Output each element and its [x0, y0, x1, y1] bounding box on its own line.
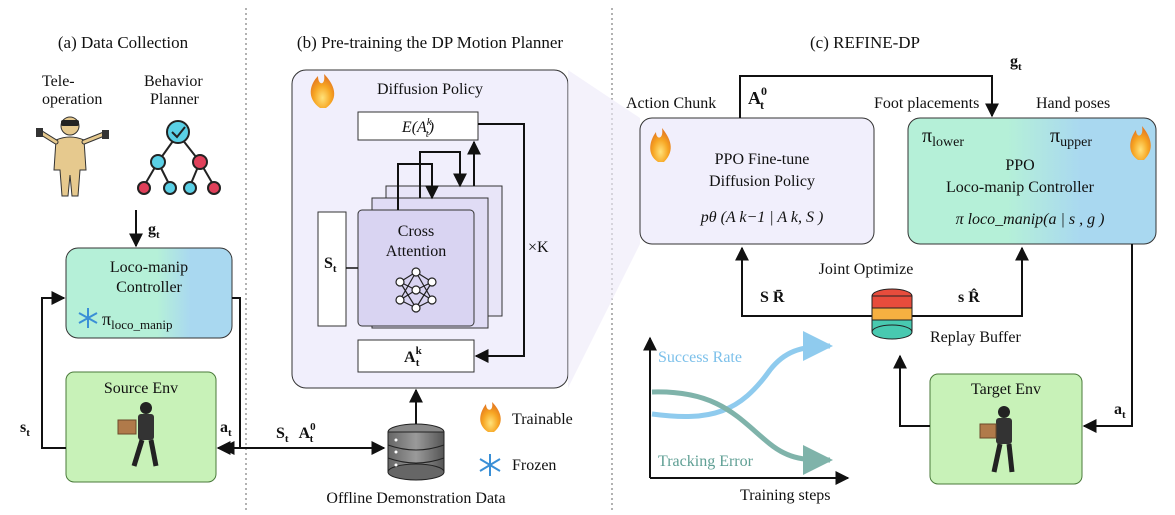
state-feedback-arrow [41, 291, 66, 449]
teleop-label-line2: operation [42, 91, 102, 108]
right-feedback-label: s R̂ [958, 288, 980, 307]
source-env-label: Source Env [104, 380, 178, 397]
controller-label-line1: Loco-manip [110, 259, 188, 276]
foot-placements-label: Foot placements [874, 95, 979, 112]
training-steps-label: Training steps [740, 487, 831, 504]
replay-buffer-label: Replay Buffer [930, 329, 1021, 346]
left-feedback-label: S R̄ [760, 287, 785, 306]
ppo-ctrl-label-line2: Loco-manip Controller [946, 179, 1095, 196]
ppo-dp-label-line1: PPO Fine-tune [715, 151, 810, 168]
ppo-dp-label-line2: Diffusion Policy [709, 173, 815, 190]
ppo-dp-box [639, 117, 875, 245]
section-c-title: (c) REFINE-DP [810, 33, 920, 52]
repeat-label: ×K [528, 239, 549, 256]
neural-network-icon [395, 267, 437, 313]
action-noise-box [357, 339, 475, 373]
vr-person-icon [36, 116, 109, 197]
controller-label-line2: Controller [116, 279, 182, 296]
loco-manip-controller-box [65, 247, 233, 339]
training-curves-chart: Success Rate Tracking Error Training ste… [643, 331, 850, 504]
tracking-error-label: Tracking Error [658, 453, 754, 470]
goal-label-c: gt [1010, 53, 1022, 73]
flame-icon-ppo-ctrl [1130, 126, 1151, 160]
robot-icon-source [117, 402, 159, 467]
target-env-label: Target Env [971, 381, 1041, 398]
joint-optimize-left-arrow [735, 246, 874, 317]
flame-icon-dp [310, 74, 335, 108]
action-chunk-label: Action Chunk [626, 95, 716, 112]
legend-snowflake-icon [479, 454, 501, 476]
ppo-ctrl-formula: π loco_manip(a | s , g ) [956, 211, 1105, 228]
success-rate-curve [651, 331, 833, 419]
teleop-label-line1: Tele- [42, 73, 75, 90]
state-label-a: st [20, 419, 30, 439]
attn-arrow-1 [397, 163, 439, 210]
state-box-label: St [324, 255, 337, 275]
repeat-loop-arrow [474, 123, 525, 363]
action-chunk-arrow [739, 75, 999, 118]
offline-data-label: Offline Demonstration Data [326, 490, 505, 507]
action-label-c: at [1114, 401, 1126, 421]
goal-label-a: gt [148, 221, 160, 241]
controller-policy-symbol: πloco_manip [102, 309, 172, 332]
replay-buffer-icon [871, 288, 913, 340]
attn-arrow-2 [419, 151, 467, 198]
hand-poses-label: Hand poses [1036, 95, 1110, 112]
ppo-controller-box [907, 117, 1157, 245]
target-to-buffer-arrow [893, 354, 930, 427]
cross-attention-label-line2: Attention [386, 243, 446, 260]
joint-optimize-right-arrow [908, 246, 1029, 317]
dp-title: Diffusion Policy [377, 81, 483, 98]
flame-icon-ppo-dp [650, 128, 671, 162]
robot-icon-target [979, 406, 1015, 473]
ppo-dp-formula: pθ (A k−1 | A k, S ) [700, 209, 824, 226]
behavior-label-line2: Planner [150, 91, 200, 108]
action-to-target-arrow [1082, 244, 1133, 433]
database-icon [387, 423, 445, 481]
behavior-label-line1: Behavior [144, 73, 203, 90]
legend-frozen: Frozen [512, 457, 556, 474]
joint-optimize-label: Joint Optimize [819, 261, 914, 278]
section-a-title: (a) Data Collection [58, 33, 189, 52]
state-box [317, 211, 347, 327]
section-b-title: (b) Pre-training the DP Motion Planner [297, 33, 563, 52]
cross-attention-label-line1: Cross [398, 223, 434, 240]
ppo-ctrl-label-line1: PPO [1005, 157, 1034, 174]
zoom-funnel [568, 70, 640, 388]
success-rate-label: Success Rate [658, 349, 742, 366]
snowflake-icon [78, 308, 98, 328]
legend-flame-icon [480, 402, 501, 432]
encoder-box [357, 111, 479, 141]
action-label-a: at [220, 419, 232, 439]
tracking-error-curve [651, 389, 833, 475]
behavior-tree-icon [137, 120, 221, 195]
legend-trainable: Trainable [512, 411, 573, 428]
